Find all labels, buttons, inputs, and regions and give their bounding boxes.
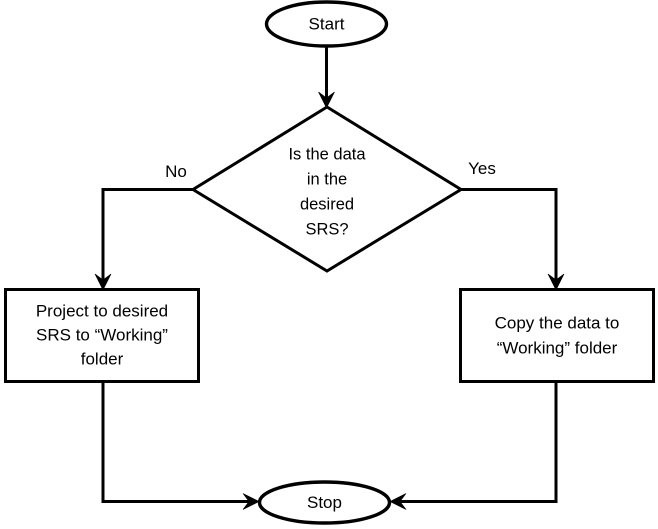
edge-project-to-stop-arrowhead	[242, 493, 260, 510]
edge-label-no: No	[165, 162, 187, 181]
edge-copy-to-stop-arrowhead	[389, 493, 407, 510]
project-box-line-2: SRS to “Working”	[36, 325, 168, 344]
decision-label-line-3: desired	[300, 195, 354, 213]
edge-copy-to-stop	[389, 382, 558, 510]
edge-decision-no-line	[101, 188, 196, 281]
edge-label-yes: Yes	[468, 159, 496, 178]
copy-box-line-2: “Working” folder	[497, 338, 618, 357]
copy-box-line-1: Copy the data to	[495, 313, 620, 332]
copy-box-rect[interactable]	[459, 288, 655, 383]
decision-label-line-2: in the	[307, 170, 347, 188]
edge-project-to-stop	[101, 382, 260, 510]
decision-diamond[interactable]	[190, 105, 464, 273]
decision-label-line-4: SRS?	[305, 220, 348, 238]
edge-project-to-stop-line	[101, 382, 250, 503]
stop-ellipse[interactable]	[257, 480, 392, 525]
start-ellipse[interactable]	[264, 0, 389, 48]
edge-start-to-decision-arrowhead	[318, 91, 335, 109]
node-copy-box[interactable]: Copy the data to “Working” folder	[459, 288, 655, 383]
project-box-line-1: Project to desired	[36, 301, 168, 320]
project-box-rect[interactable]	[4, 288, 200, 383]
edge-decision-no-arrowhead	[94, 273, 112, 291]
project-box-line-3: folder	[81, 349, 124, 368]
edge-decision-no	[94, 188, 196, 291]
node-project-box[interactable]: Project to desired SRS to “Working” fold…	[4, 288, 200, 383]
edge-copy-to-stop-line	[399, 382, 558, 503]
edge-decision-yes-arrowhead	[547, 273, 565, 291]
node-start[interactable]: Start	[264, 0, 389, 48]
start-label: Start	[309, 14, 345, 33]
node-decision[interactable]: Is the data in the desired SRS?	[190, 105, 464, 273]
decision-label-line-1: Is the data	[288, 145, 366, 163]
stop-label: Stop	[307, 493, 342, 512]
edge-decision-yes	[458, 188, 565, 291]
edge-start-to-decision	[318, 45, 335, 109]
edge-decision-yes-line	[458, 188, 558, 281]
node-stop[interactable]: Stop	[257, 480, 392, 525]
